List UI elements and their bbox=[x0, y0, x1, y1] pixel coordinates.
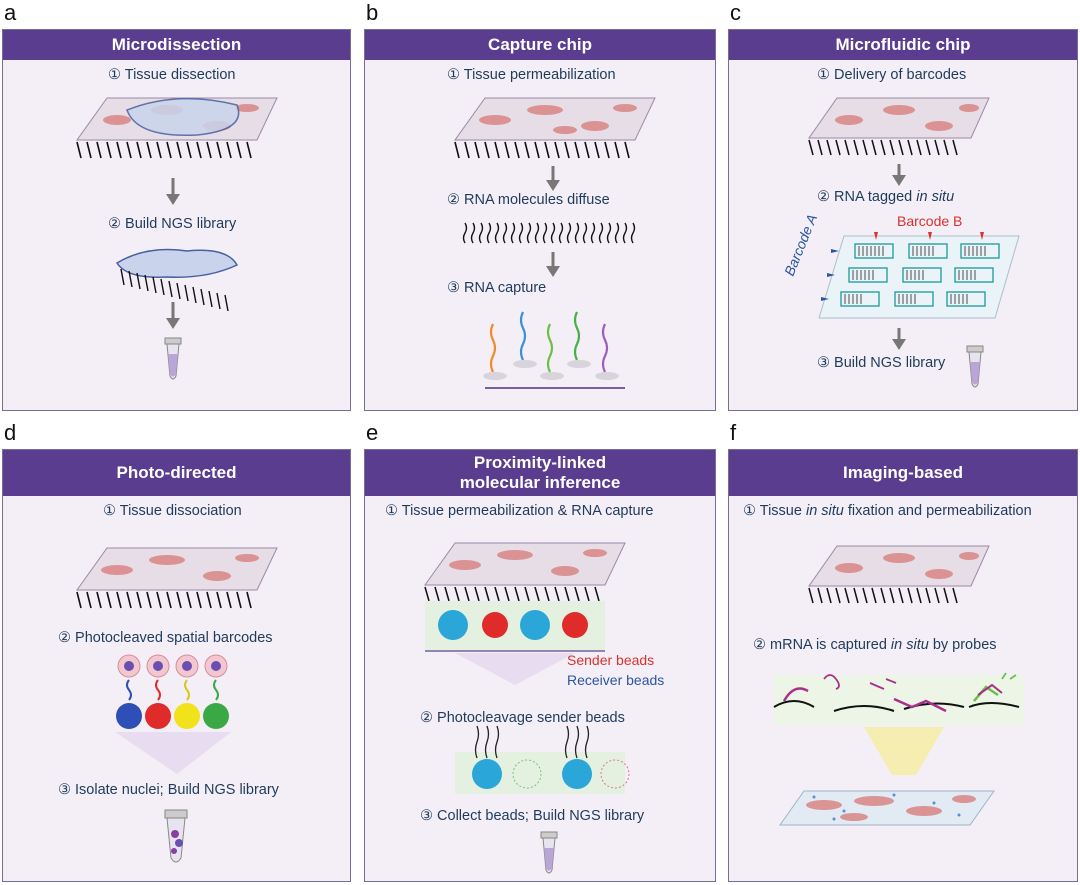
step-3: ③ Build NGS library bbox=[817, 355, 946, 371]
arrow-down-icon bbox=[546, 166, 560, 191]
sequencing-tube-icon bbox=[966, 345, 984, 388]
step-3: ③ Isolate nuclei; Build NGS library bbox=[58, 782, 279, 798]
panel-letter-b: b bbox=[366, 0, 379, 25]
tissue-slab-illustration bbox=[808, 545, 990, 604]
arrow-down-icon bbox=[166, 302, 180, 329]
panel-title: Imaging-based bbox=[729, 450, 1077, 496]
dissected-tissue-illustration bbox=[115, 248, 239, 312]
sequencing-tube-icon bbox=[164, 809, 188, 863]
tissue-slab-illustration bbox=[454, 97, 656, 159]
panel-letter-f: f bbox=[730, 420, 737, 445]
step-2: ② RNA molecules diffuse bbox=[447, 192, 610, 208]
panel-title: Photo-directed bbox=[3, 450, 350, 496]
receiver-beads-label: Receiver beads bbox=[567, 672, 665, 688]
panel-letter-d: d bbox=[4, 420, 17, 445]
tissue-beads-illustration bbox=[424, 542, 626, 685]
step-2-suffix: by probes bbox=[928, 637, 997, 653]
step-2: ② Build NGS library bbox=[108, 216, 237, 232]
panel-title: Microfluidic chip bbox=[729, 30, 1077, 60]
photocleaved-beads-illustration bbox=[455, 725, 630, 794]
sender-beads-label: Sender beads bbox=[567, 652, 655, 668]
panel-title-line-1: Proximity-linked bbox=[473, 453, 607, 472]
panel-microdissection: Microdissection ① Tissue dissection ② Bu… bbox=[2, 29, 351, 411]
arrow-down-icon bbox=[892, 164, 906, 186]
arrow-down-icon bbox=[892, 328, 906, 350]
panel-letter-e: e bbox=[366, 420, 379, 445]
sequencing-tube-icon bbox=[540, 831, 558, 874]
step-1-suffix: fixation and permeabilization bbox=[843, 503, 1032, 519]
panel-title: Proximity-linked molecular inference bbox=[365, 450, 715, 496]
step-1: ① Tissue permeabilization & RNA capture bbox=[385, 503, 654, 519]
panel-proximity-linked: Proximity-linked molecular inference ① T… bbox=[364, 449, 716, 882]
panel-capture-chip: Capture chip ① Tissue permeabilization ②… bbox=[364, 29, 716, 411]
microfluidic-barcode-grid-illustration bbox=[818, 232, 1020, 319]
panel-microfluidic-chip: Microfluidic chip ① Delivery of barcodes… bbox=[728, 29, 1078, 411]
arrow-down-icon bbox=[546, 252, 560, 277]
in-situ-text: in situ bbox=[916, 189, 955, 205]
rna-capture-probes-illustration bbox=[483, 311, 625, 389]
panel-letter-a: a bbox=[4, 0, 17, 25]
step-2-prefix: ② mRNA is captured bbox=[753, 637, 891, 653]
step-1: ① Tissue dissection bbox=[108, 67, 236, 83]
panel-letter-c: c bbox=[730, 0, 741, 25]
step-2-text: ② RNA tagged bbox=[817, 189, 917, 205]
step-3: ③ Collect beads; Build NGS library bbox=[420, 808, 645, 824]
barcode-b-label: Barcode B bbox=[897, 213, 963, 229]
step-2: ② mRNA is captured in situ by probes bbox=[753, 637, 997, 653]
arrow-down-icon bbox=[166, 178, 180, 205]
panel-photo-directed: Photo-directed ① Tissue dissociation ② P… bbox=[2, 449, 351, 882]
in-situ-text: in situ bbox=[805, 503, 844, 519]
sequencing-tube-icon bbox=[164, 337, 182, 380]
tissue-slab-illustration bbox=[76, 97, 278, 159]
mrna-probe-capture-illustration bbox=[773, 672, 1024, 826]
panel-title: Capture chip bbox=[365, 30, 715, 60]
step-1: ① Delivery of barcodes bbox=[817, 67, 967, 83]
panel-title: Microdissection bbox=[3, 30, 350, 60]
tissue-slab-illustration bbox=[808, 97, 990, 156]
barcode-a-label: Barcode A bbox=[781, 211, 821, 278]
panel-title-line-2: molecular inference bbox=[459, 473, 621, 492]
step-1: ① Tissue permeabilization bbox=[447, 67, 616, 83]
tissue-slab-illustration bbox=[76, 547, 278, 609]
panel-imaging-based: Imaging-based ① Tissue in situ fixation … bbox=[728, 449, 1078, 882]
step-3: ③ RNA capture bbox=[447, 280, 547, 296]
step-2: ② RNA tagged in situ bbox=[817, 189, 954, 205]
photocleaved-barcodes-illustration bbox=[115, 654, 231, 774]
step-2: ② Photocleavage sender beads bbox=[420, 710, 625, 726]
step-1: ① Tissue dissociation bbox=[103, 503, 242, 519]
step-2: ② Photocleaved spatial barcodes bbox=[58, 630, 273, 646]
step-1: ① Tissue in situ fixation and permeabili… bbox=[743, 503, 1032, 519]
rna-molecules-illustration bbox=[462, 222, 636, 244]
in-situ-text: in situ bbox=[890, 637, 929, 653]
step-1-prefix: ① Tissue bbox=[743, 503, 806, 519]
